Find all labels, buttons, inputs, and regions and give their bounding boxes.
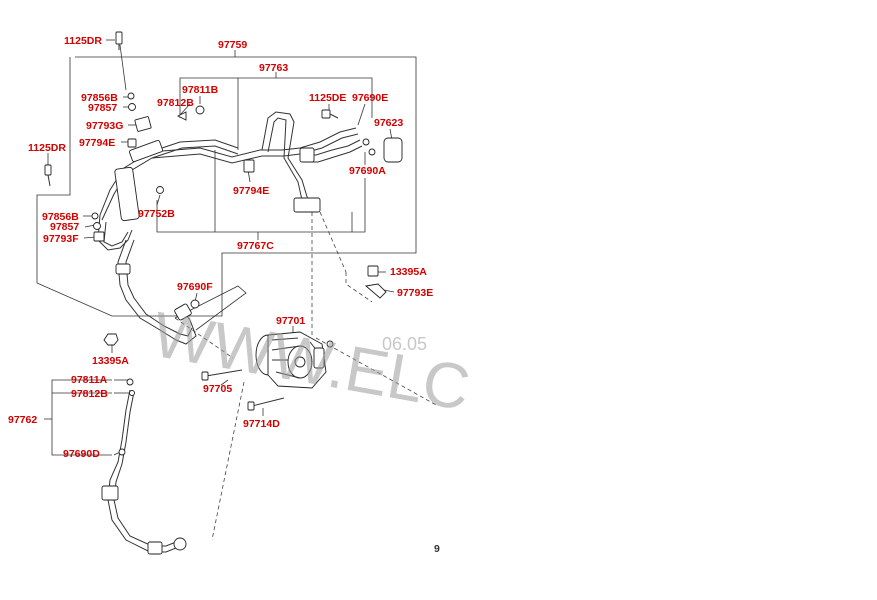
part-label: 97812B [157,97,194,109]
part-label: 97811A [71,374,108,386]
watermark-main: WWW.ELC [148,298,476,424]
part-label: 13395A [92,355,129,367]
part-label: 97752B [138,208,175,220]
watermark-date: 06.05 [382,334,427,354]
part-label: 97763 [259,62,288,74]
part-label: 1125DR [64,35,102,47]
watermark: WWW.ELC 06.05 9 [148,298,476,555]
suction-hose [115,239,197,345]
part-label: 97714D [243,418,280,430]
part-label: 97690D [63,448,100,460]
part-label: 97794E [233,185,269,197]
compressor [255,331,327,389]
part-label: 97812B [71,388,108,400]
part-label: 97856B [81,92,118,104]
upper-pipe-assembly [97,111,363,251]
part-label: 97623 [374,117,403,129]
part-label: 1125DR [28,142,66,154]
part-label: 97857 [88,102,117,114]
part-label: 97857 [50,221,79,233]
part-label: 1125DE [309,92,346,104]
part-label: 97762 [8,414,37,426]
part-label: 97794E [79,137,115,149]
part-label: 97690A [349,165,386,177]
part-label: 97793F [43,233,79,245]
part-label: 97701 [276,315,305,327]
part-label: 97793G [86,120,123,132]
dashed-connections [174,211,439,541]
fasteners [44,31,403,411]
part-label: 97767C [237,240,274,252]
liquid-tube-assembly [101,378,187,555]
part-label: 97759 [218,39,247,51]
watermark-edge-char: 9 [434,543,440,555]
part-label: 13395A [390,266,427,278]
part-label: 97705 [203,383,232,395]
part-label: 97690F [177,281,213,293]
part-labels: 1125DR 97759 97763 97856B 97857 97811B 9… [8,35,433,460]
part-label: 97811B [182,84,219,96]
part-label: 97856B [42,211,79,223]
part-label: 97793E [397,287,433,299]
part-label: 97690E [352,92,388,104]
